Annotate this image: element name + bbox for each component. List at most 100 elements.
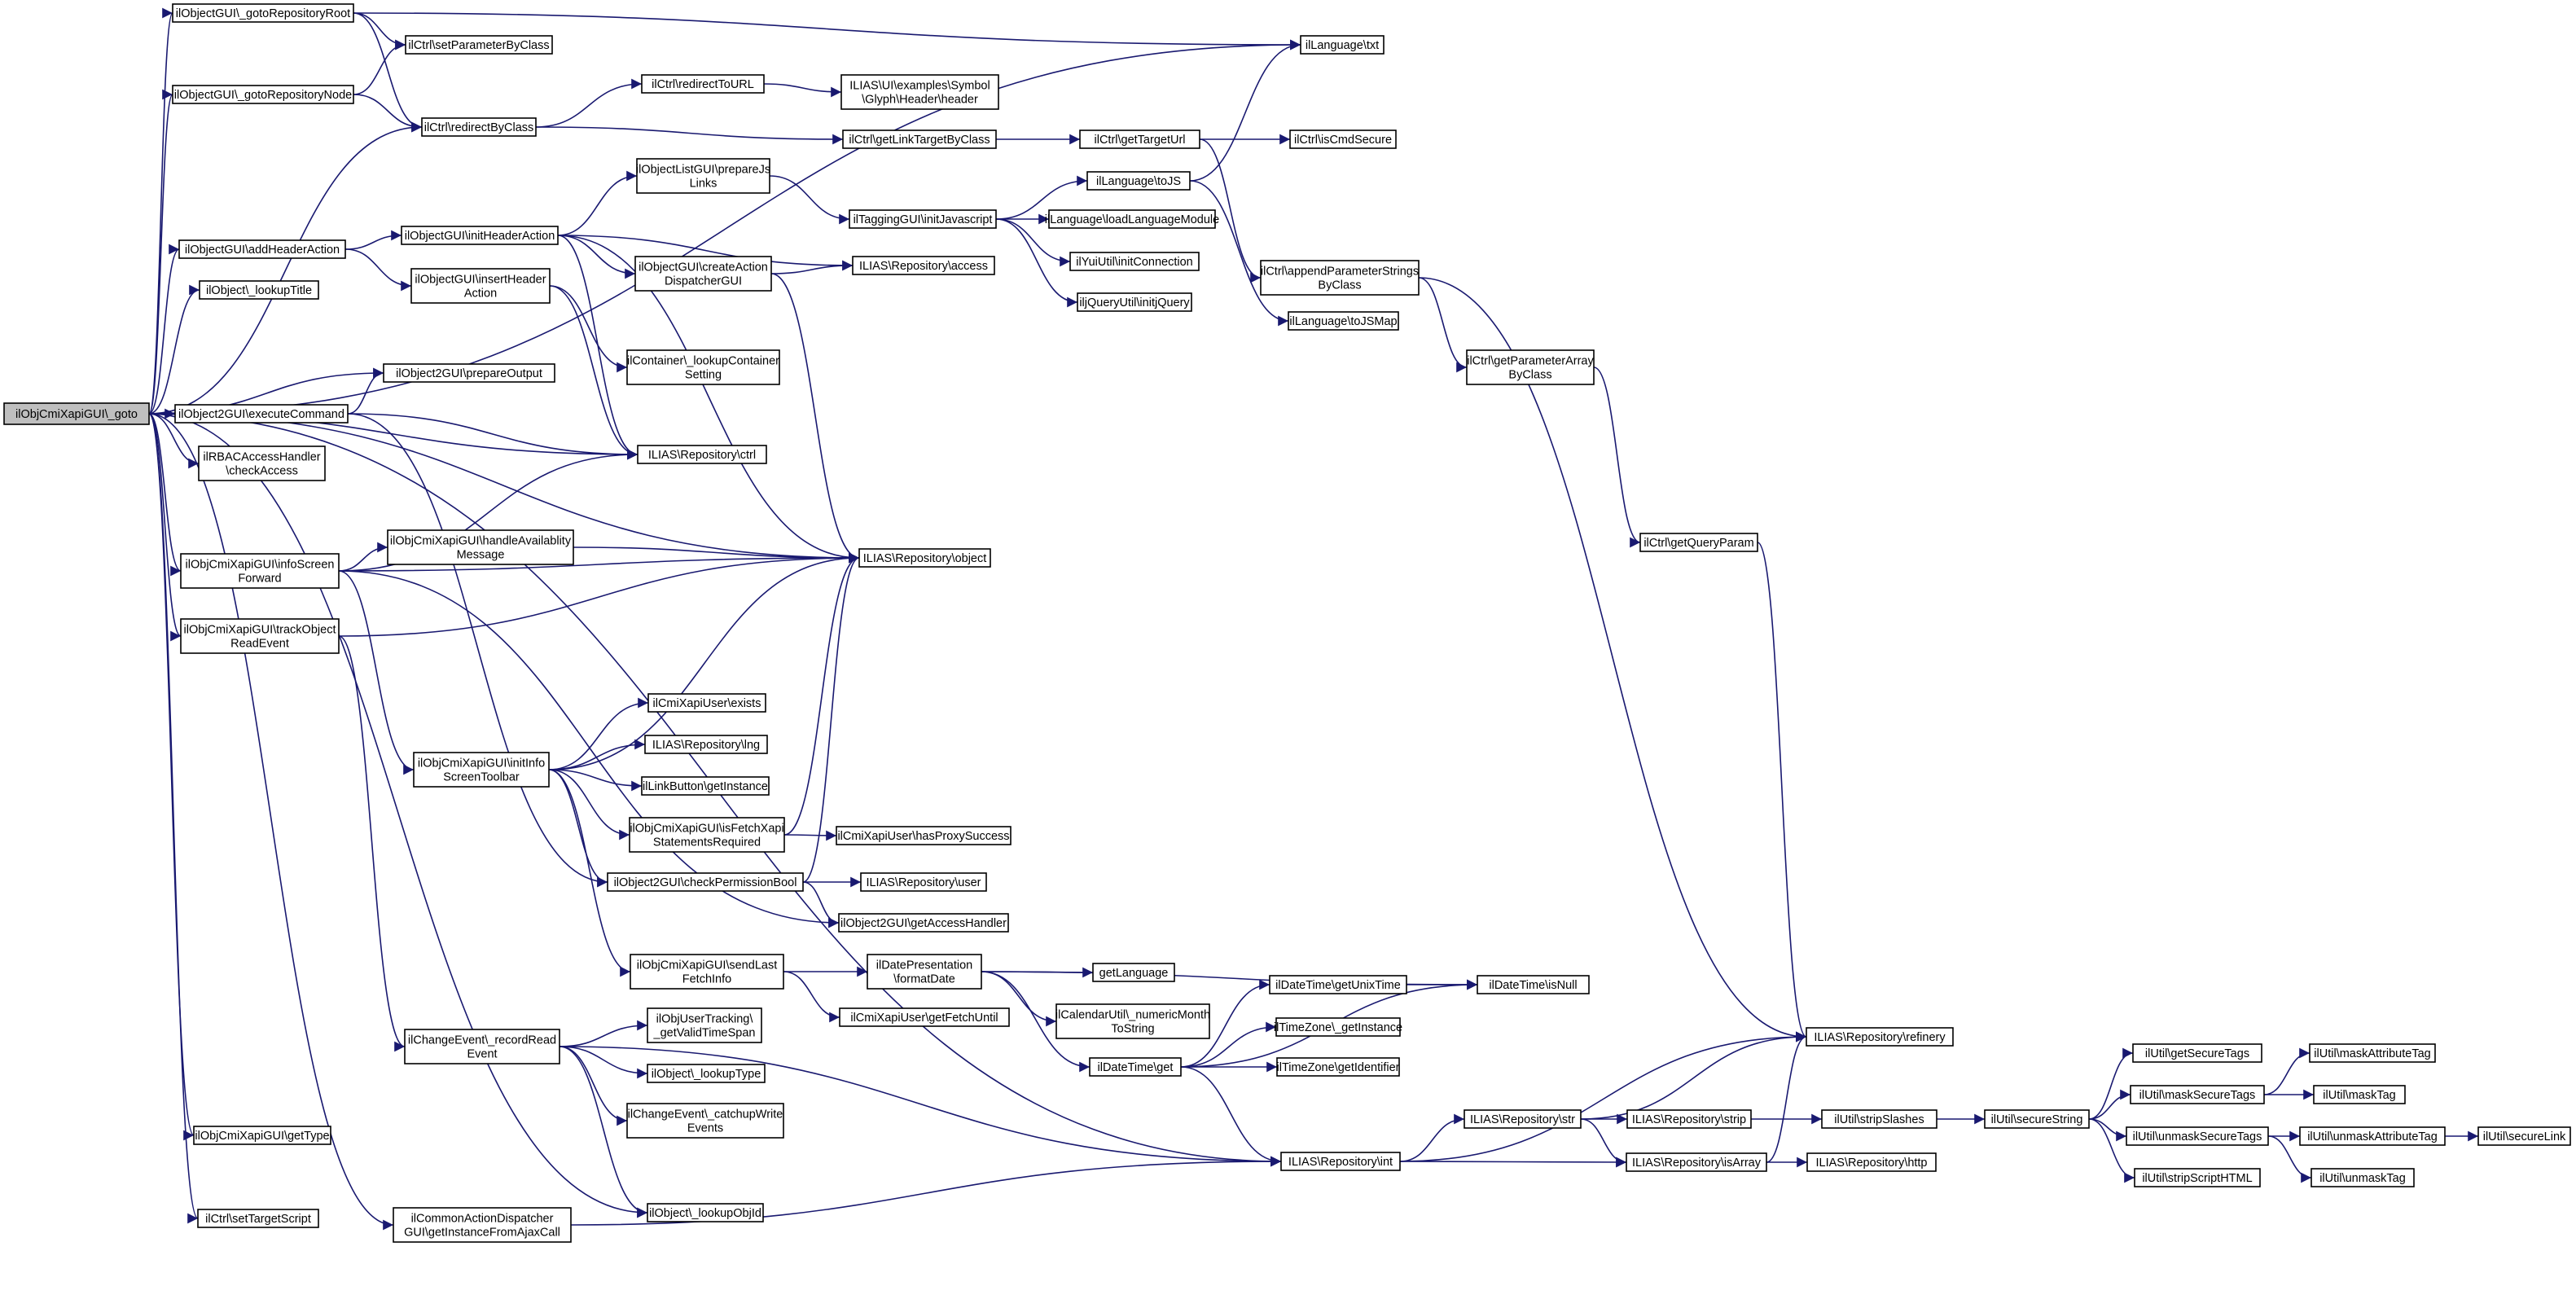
node-jqInit[interactable]: iljQueryUtil\initjQuery	[1077, 292, 1192, 312]
node-unmaskSecure[interactable]: ilUtil\unmaskSecureTags	[2126, 1126, 2269, 1146]
node-isCmdSecure[interactable]: ilCtrl\isCmdSecure	[1289, 129, 1397, 149]
node-getFetchUntil[interactable]: ilCmiXapiUser\getFetchUntil	[839, 1007, 1010, 1027]
node-repoStr[interactable]: ILIAS\Repository\str	[1464, 1109, 1582, 1129]
node-rbacCheck[interactable]: ilRBACAccessHandler\checkAccess	[198, 446, 326, 481]
node-lookupType[interactable]: ilObject\_lookupType	[647, 1064, 766, 1083]
node-label: ILIAS\Repository\user	[866, 876, 981, 889]
node-hasProxy[interactable]: ilCmiXapiUser\hasProxySuccess	[836, 826, 1012, 845]
node-getSecureTags[interactable]: ilUtil\getSecureTags	[2132, 1043, 2262, 1063]
node-setParam[interactable]: ilCtrl\setParameterByClass	[405, 35, 553, 55]
node-dtGet[interactable]: ilDateTime\get	[1089, 1057, 1182, 1077]
node-loadLang[interactable]: ilLanguage\loadLanguageModule	[1045, 209, 1219, 229]
node-label: ilObjectGUI\addHeaderAction	[185, 244, 340, 257]
node-initHeaderAction[interactable]: ilObjectGUI\initHeaderAction	[401, 226, 559, 245]
node-tzInstance[interactable]: ilTimeZone\_getInstance	[1274, 1017, 1402, 1037]
node-repoRefinery[interactable]: ILIAS\Repository\refinery	[1806, 1027, 1954, 1047]
node-redirectToURL[interactable]: ilCtrl\redirectToURL	[641, 74, 765, 94]
node-stripSlashes[interactable]: ilUtil\stripSlashes	[1821, 1109, 1937, 1129]
node-gotoNode[interactable]: ilObjectGUI\_gotoRepositoryNode	[172, 85, 354, 104]
edge-repoInt-to-repoIsArray	[1399, 1157, 1627, 1168]
node-getQueryParam[interactable]: ilCtrl\getQueryParam	[1639, 533, 1758, 552]
node-getUnix[interactable]: ilDateTime\getUnixTime	[1269, 975, 1407, 994]
node-toJSMap[interactable]: ilLanguage\toJSMap	[1288, 311, 1399, 331]
node-repoHttp[interactable]: ILIAS\Repository\http	[1806, 1152, 1937, 1172]
node-stripHTML[interactable]: ilUtil\stripScriptHTML	[2134, 1168, 2261, 1187]
node-getType[interactable]: ilObjCmiXapiGUI\getType	[193, 1126, 331, 1145]
node-label: ILIAS\Repository\object	[863, 552, 987, 565]
node-maskSecure[interactable]: ilUtil\maskSecureTags	[2130, 1085, 2265, 1104]
node-validTime[interactable]: ilObjUserTracking\_getValidTimeSpan	[647, 1007, 762, 1043]
node-lookupTitle[interactable]: ilObject\_lookupTitle	[199, 280, 319, 300]
node-maskAttr[interactable]: ilUtil\maskAttributeTag	[2309, 1043, 2436, 1063]
node-langTxt[interactable]: ilLanguage\txt	[1300, 35, 1385, 55]
node-getLanguage[interactable]: getLanguage	[1092, 963, 1175, 982]
node-getAccessHandler[interactable]: ilObject2GUI\getAccessHandler	[838, 913, 1009, 933]
node-repoCtrl[interactable]: ILIAS\Repository\ctrl	[637, 445, 767, 464]
node-tagInitJs[interactable]: ilTaggingGUI\initJavascript	[849, 209, 997, 229]
edge-executeCommand-to-prepareOutput	[347, 367, 384, 415]
edge-infoScreenFwd-to-getAccessHandler	[338, 570, 840, 928]
node-isFetchReq[interactable]: ilObjCmiXapiGUI\isFetchXapiStatementsReq…	[629, 817, 785, 853]
node-repoIsArray[interactable]: ILIAS\Repository\isArray	[1626, 1152, 1767, 1172]
node-toJS[interactable]: ilLanguage\toJS	[1086, 171, 1191, 191]
node-label: ilObjCmiXapiGUI\trackObject	[184, 624, 336, 637]
node-label: \checkAccess	[226, 465, 298, 478]
node-executeCommand[interactable]: ilObject2GUI\executeCommand	[174, 404, 349, 424]
node-checkPerm[interactable]: ilObject2GUI\checkPermissionBool	[607, 872, 804, 892]
node-box	[2309, 1043, 2436, 1063]
node-secureString[interactable]: ilUtil\secureString	[1984, 1109, 2090, 1129]
node-label: ilContainer\_lookupContainer	[627, 355, 779, 368]
node-tzIdent[interactable]: ilTimeZone\getIdentifier	[1276, 1057, 1400, 1077]
node-repoStrip[interactable]: ILIAS\Repository\strip	[1626, 1109, 1752, 1129]
node-yuiInit[interactable]: ilYuiUtil\initConnection	[1069, 252, 1200, 271]
node-getLinkTarget[interactable]: ilCtrl\getLinkTargetByClass	[842, 129, 997, 149]
node-commonAction[interactable]: ilCommonActionDispatcherGUI\getInstanceF…	[393, 1207, 572, 1243]
node-root[interactable]: ilObjCmiXapiGUI\_goto	[3, 402, 150, 425]
node-redirectByClass[interactable]: ilCtrl\redirectByClass	[421, 117, 537, 137]
node-lookupObjId[interactable]: ilObject\_lookupObjId	[647, 1203, 764, 1222]
edge-repoStr-to-repoIsArray	[1580, 1118, 1627, 1168]
node-addHeaderAction[interactable]: ilObjectGUI\addHeaderAction	[178, 239, 346, 259]
edge-gotoNode-to-redirectByClass	[353, 94, 423, 133]
node-gotoRoot[interactable]: ilObjectGUI\_gotoRepositoryRoot	[172, 3, 354, 23]
node-repoLng[interactable]: ILIAS\Repository\lng	[644, 735, 768, 754]
edge-root-to-gotoNode	[148, 89, 173, 415]
node-isNull[interactable]: ilDateTime\isNull	[1477, 975, 1590, 994]
node-glyphHeader[interactable]: ILIAS\UI\examples\Symbol\Glyph\Header\he…	[840, 74, 999, 110]
node-unmaskAttr[interactable]: ilUtil\unmaskAttributeTag	[2299, 1126, 2446, 1146]
node-setTarget[interactable]: ilCtrl\setTargetScript	[197, 1209, 319, 1228]
node-userExists[interactable]: ilCmiXapiUser\exists	[647, 693, 766, 713]
node-repoUser[interactable]: ILIAS\Repository\user	[860, 872, 987, 892]
edge-executeCommand-to-checkPerm	[347, 413, 608, 888]
node-getTargetUrl[interactable]: ilCtrl\getTargetUrl	[1079, 129, 1200, 149]
node-label: ilObjectGUI\createAction	[639, 261, 768, 274]
node-linkBtn[interactable]: ilLinkButton\getInstance	[641, 776, 770, 796]
node-maskTag[interactable]: ilUtil\maskTag	[2313, 1085, 2406, 1104]
node-repoObject[interactable]: ILIAS\Repository\object	[858, 548, 991, 568]
node-repoAccess[interactable]: ILIAS\Repository\access	[852, 256, 995, 275]
node-formatDate[interactable]: ilDatePresentation\formatDate	[867, 954, 982, 990]
edge-handleAvail-to-repoObject	[573, 546, 860, 564]
node-prepareOutput[interactable]: ilObject2GUI\prepareOutput	[383, 363, 555, 383]
node-label: Events	[687, 1122, 723, 1135]
node-repoInt[interactable]: ILIAS\Repository\int	[1280, 1152, 1401, 1171]
node-secureLink[interactable]: ilUtil\secureLink	[2477, 1126, 2571, 1146]
node-box	[1089, 1057, 1182, 1077]
node-label: ilCtrl\redirectToURL	[652, 78, 754, 91]
node-box	[1079, 129, 1200, 149]
node-unmaskTag[interactable]: ilUtil\unmaskTag	[2311, 1168, 2415, 1187]
